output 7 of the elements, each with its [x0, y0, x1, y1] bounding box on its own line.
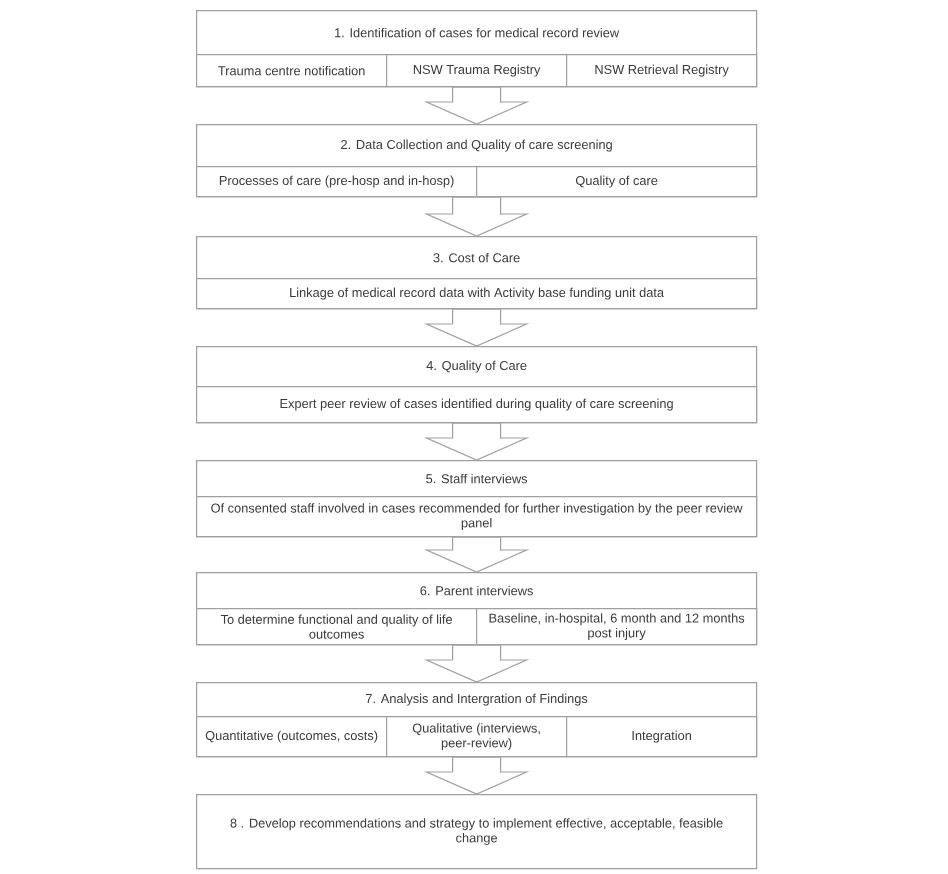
block-arrow: [423, 196, 530, 237]
block-arrow: [423, 756, 530, 795]
block-arrow: [423, 536, 530, 573]
block-arrow: [423, 644, 530, 683]
block-arrow: [423, 308, 530, 347]
block-arrow: [423, 86, 530, 125]
block-arrow: [423, 422, 530, 461]
